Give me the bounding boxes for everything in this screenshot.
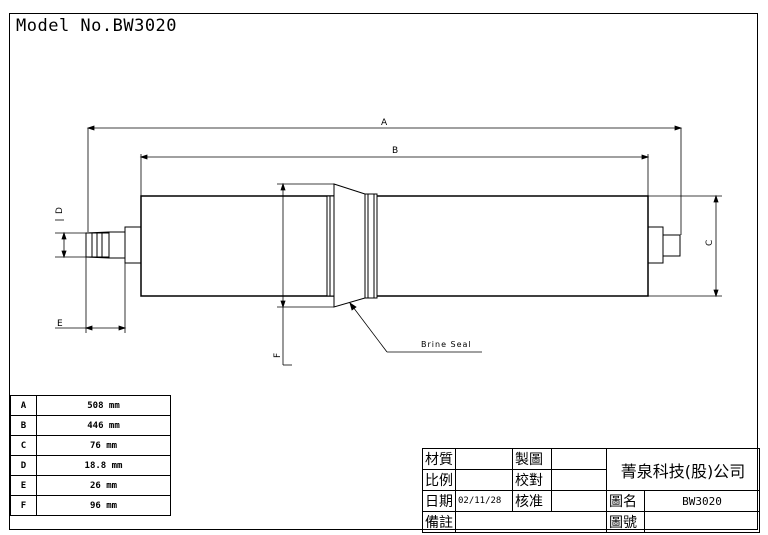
date-label: 日期 xyxy=(422,490,456,512)
drawing-by-label: 製圖 xyxy=(512,448,552,470)
dimension-key: B xyxy=(10,415,37,436)
dimension-key: F xyxy=(10,495,37,516)
brine-seal-leader xyxy=(349,302,482,353)
dimension-a xyxy=(86,125,683,235)
dimension-c xyxy=(648,194,722,298)
dimension-d-label: D xyxy=(55,207,65,214)
remarks-label: 備註 xyxy=(422,511,456,533)
drawing-name-value: BW3020 xyxy=(644,490,760,512)
model-number-label: Model No.BW3020 xyxy=(16,16,178,36)
dimension-value: 18.8 mm xyxy=(36,455,171,476)
brine-seal-callout: Brine Seal xyxy=(421,340,472,349)
checked-label: 校對 xyxy=(512,469,552,491)
material-label: 材質 xyxy=(422,448,456,470)
scale-value xyxy=(455,469,513,491)
left-connector xyxy=(85,226,142,264)
drawing-no-value xyxy=(644,511,760,533)
approved-label: 核准 xyxy=(512,490,552,512)
drawing-sheet-border xyxy=(9,13,758,530)
checked-value xyxy=(551,469,607,491)
dimension-value: 508 mm xyxy=(36,395,171,416)
drawing-no-label: 圖號 xyxy=(606,511,645,533)
drawing-by-value xyxy=(551,448,607,470)
dimension-b xyxy=(139,154,650,196)
approved-value xyxy=(551,490,607,512)
title-block: 材質 製圖 菁泉科技(股)公司 比例 校對 日期 02/11/28 核准 圖名 … xyxy=(422,448,760,533)
dimension-c-label: C xyxy=(705,240,715,246)
dimension-e-label: E xyxy=(57,319,63,329)
dimension-key: E xyxy=(10,475,37,496)
membrane-body xyxy=(140,195,649,297)
dimension-d xyxy=(55,219,86,259)
dimension-value: 446 mm xyxy=(36,415,171,436)
brine-seal xyxy=(326,183,378,308)
right-connector xyxy=(647,226,681,264)
dimension-value: 26 mm xyxy=(36,475,171,496)
dimension-e xyxy=(55,257,127,333)
drawing-name-label: 圖名 xyxy=(606,490,645,512)
company-name: 菁泉科技(股)公司 xyxy=(606,448,760,491)
remarks-value xyxy=(455,511,607,533)
dimension-a-label: A xyxy=(381,118,388,128)
dimension-f xyxy=(277,182,334,366)
date-value: 02/11/28 xyxy=(455,490,513,512)
dimension-key: D xyxy=(10,455,37,476)
dimension-value: 96 mm xyxy=(36,495,171,516)
dimension-f-label: F xyxy=(273,353,283,358)
material-value xyxy=(455,448,513,470)
scale-label: 比例 xyxy=(422,469,456,491)
dimension-key: C xyxy=(10,435,37,456)
dimension-b-label: B xyxy=(392,146,398,156)
dimension-key: A xyxy=(10,395,37,416)
dimension-value: 76 mm xyxy=(36,435,171,456)
